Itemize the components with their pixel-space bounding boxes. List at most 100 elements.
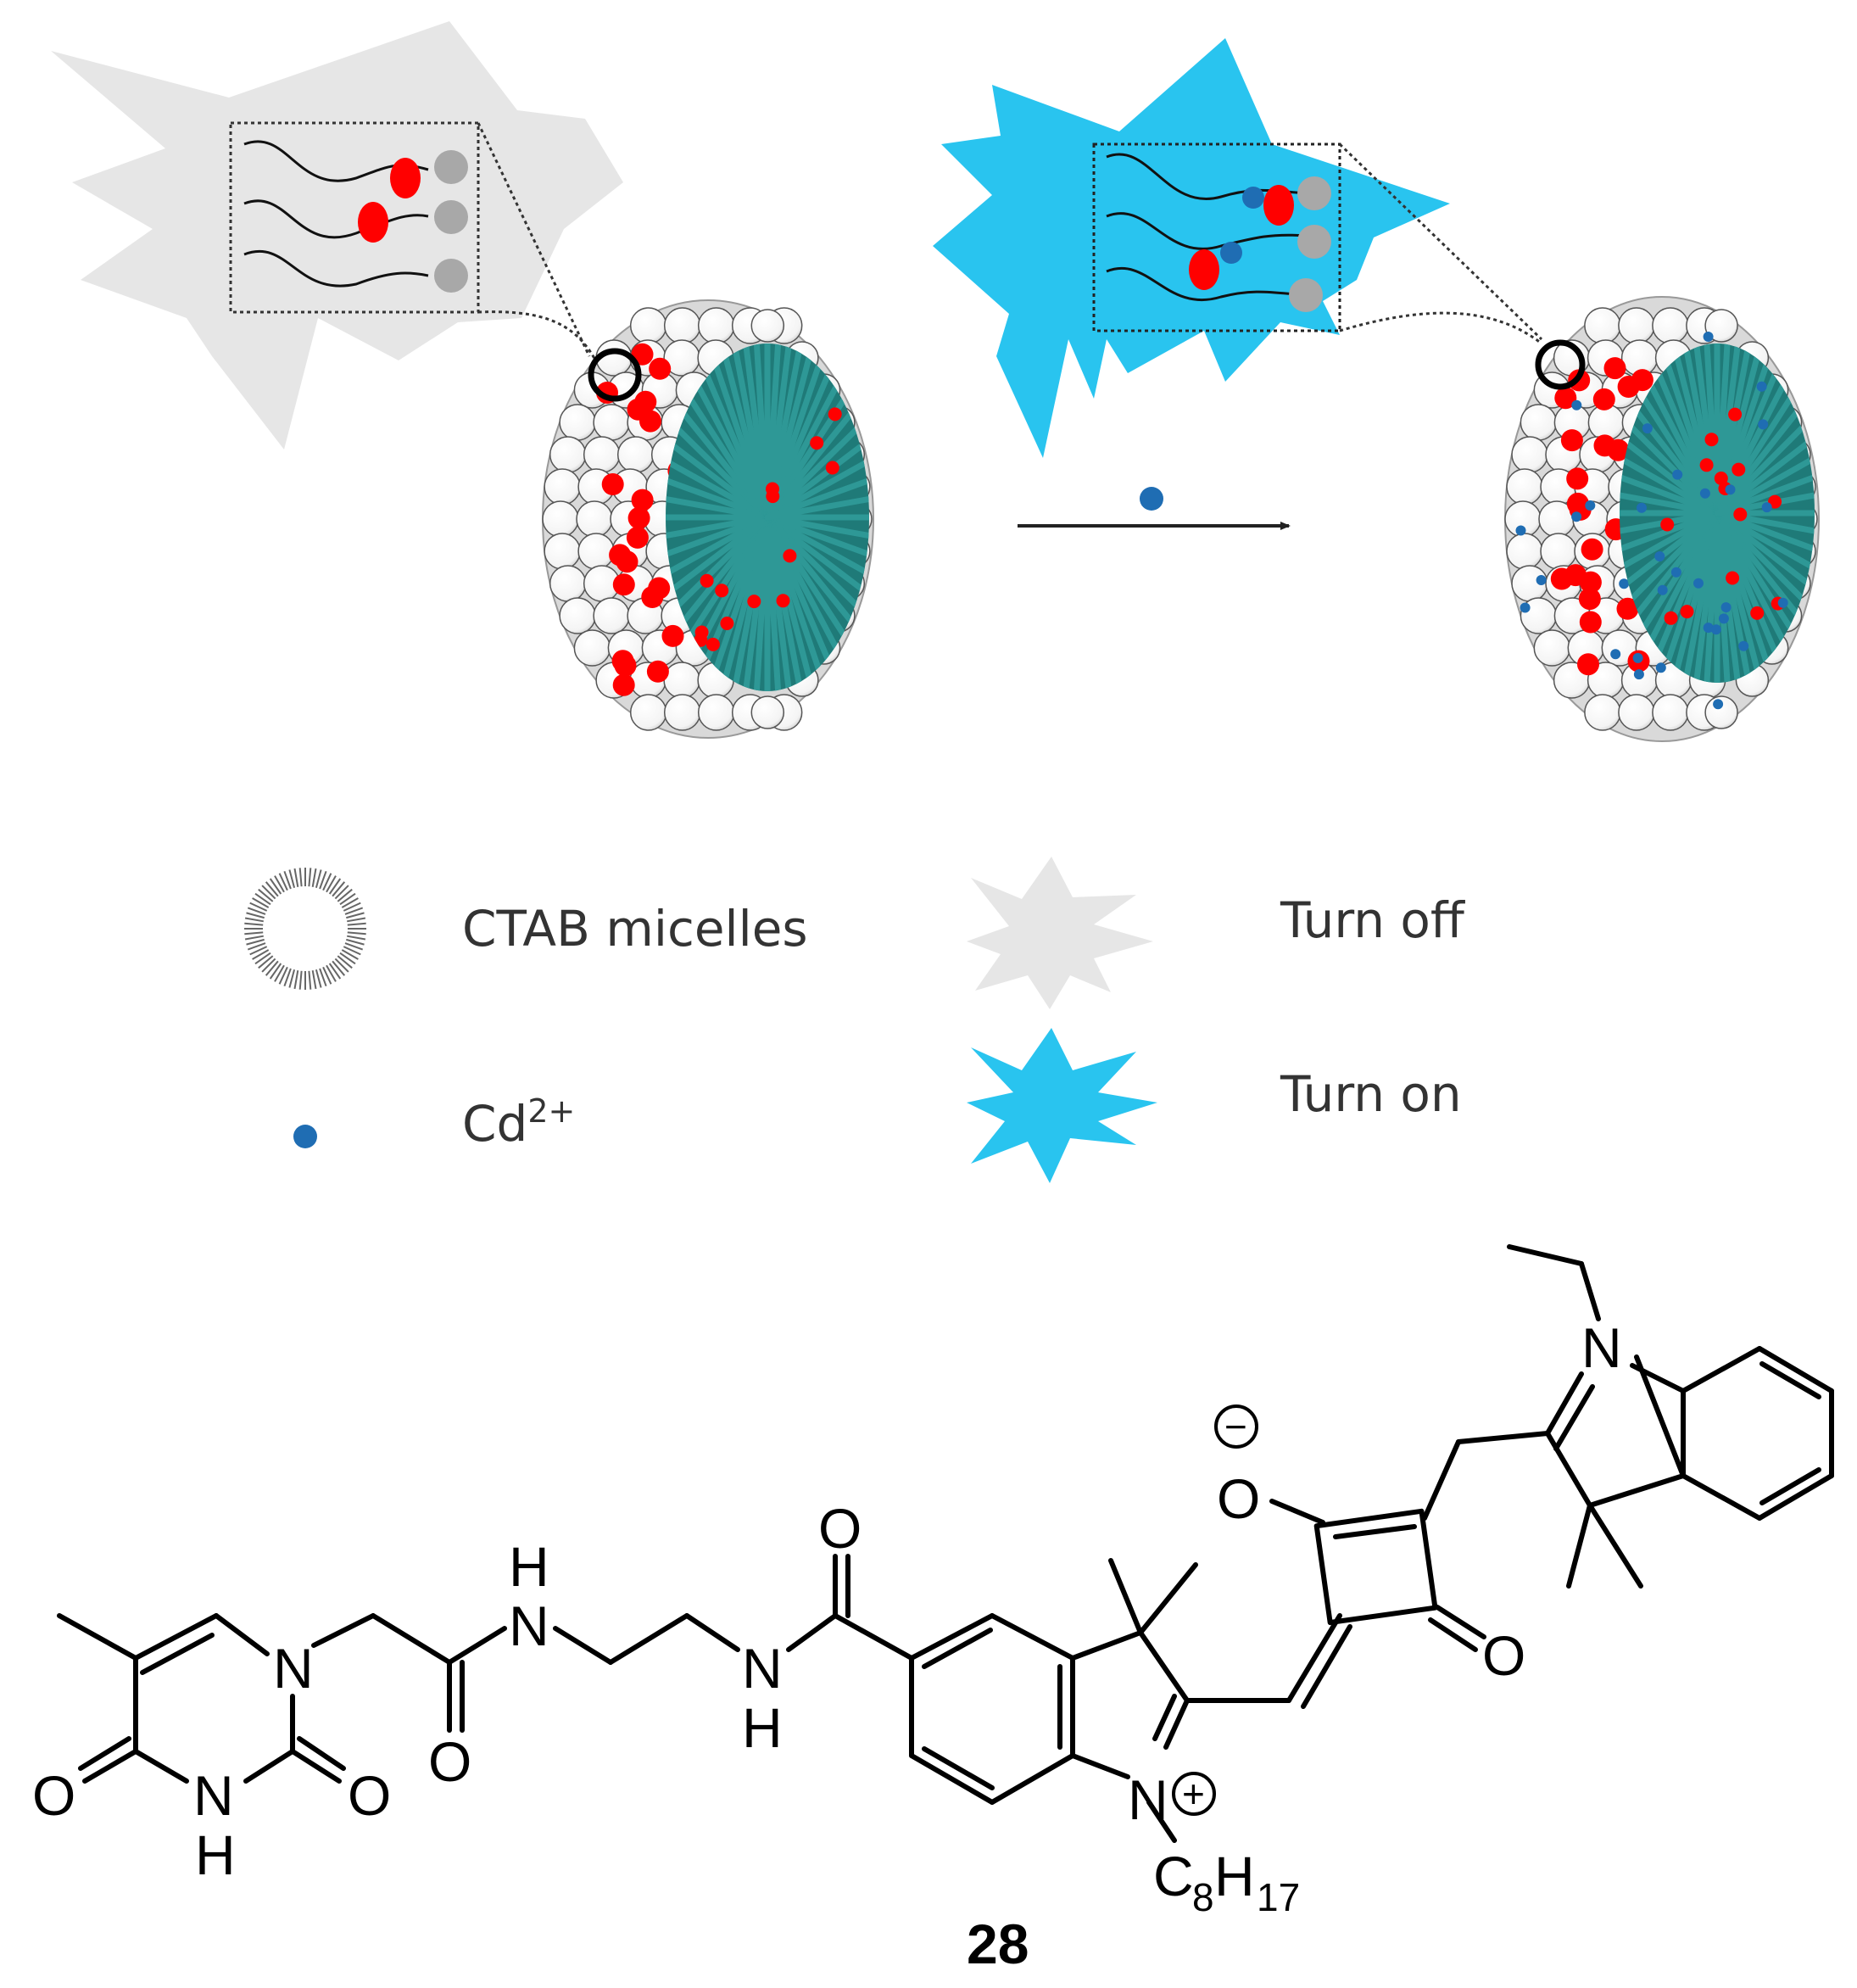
surfactant-head-ball (697, 694, 735, 731)
probe-head-icon (358, 202, 388, 243)
micelle-tick (283, 870, 292, 890)
hydrophobic-tail (666, 514, 771, 541)
legend: CTAB micelles Cd2+ Turn off Turn on (244, 857, 1466, 1183)
probe-dot (1566, 467, 1589, 490)
indolium-ring (909, 1558, 1352, 1843)
probe-dot (783, 549, 797, 563)
surfactant-head-ball (1511, 436, 1548, 473)
micelle-tick (337, 955, 353, 969)
cd-ion-dot (1571, 399, 1582, 410)
micelle-tick (247, 942, 266, 951)
zoom-guide-line (1339, 311, 1542, 345)
atom-H: H (195, 1823, 236, 1886)
probe-dot (639, 410, 661, 433)
probe-dot (1732, 462, 1746, 477)
micelle-tick (311, 970, 317, 990)
hydrophobic-tail (764, 455, 869, 521)
surfactant-head-ball (549, 565, 587, 602)
probe-dot (631, 489, 654, 511)
turn-on-panel (933, 38, 1820, 742)
minus-charge-icon (1214, 1404, 1258, 1449)
probe-dot (646, 660, 669, 683)
compound-number: 28 (967, 1913, 1029, 1975)
micelle-tick (328, 878, 342, 895)
micelle-tick (249, 902, 268, 912)
micelle-tick (283, 968, 292, 987)
atom-N-cation: N (1128, 1768, 1168, 1831)
micelle-tick (293, 970, 299, 990)
probe-head-icon (390, 158, 421, 198)
surfactant-head-ball (1533, 629, 1571, 667)
micelle-tick (346, 938, 365, 946)
cd-label: Cd2+ (462, 1092, 575, 1153)
surfactant-head-ball (1584, 307, 1621, 344)
surfactant-head-ball (1704, 309, 1738, 343)
hydrophobic-tail (666, 514, 771, 599)
micelle-tick (311, 868, 317, 887)
cd-addition-arrow[interactable] (1018, 487, 1291, 530)
surfactant-head-ball (576, 500, 613, 538)
cd-ion-dot (1515, 525, 1526, 536)
micelle-tick (274, 875, 285, 893)
micelle-tick (274, 964, 285, 982)
probe-dot (1579, 571, 1602, 594)
hydrophobic-tail (666, 514, 771, 561)
surfactant-head-ball (593, 597, 630, 634)
micelle-tick (249, 946, 268, 956)
micelle-tick (278, 873, 288, 891)
surfactant-head-ball (542, 500, 579, 538)
zoom-guide-line (1338, 142, 1543, 341)
micelles-label: CTAB micelles (462, 900, 808, 958)
probe-dot (1726, 571, 1740, 585)
probe-dot (649, 357, 672, 380)
atom-N: N (193, 1764, 234, 1827)
micelle-tick (319, 968, 327, 987)
cd-ion-dot (1536, 575, 1547, 585)
cd-ion-dot (1571, 511, 1582, 522)
surfactant-head-icon (434, 259, 468, 293)
surfactant-head-ball (629, 694, 667, 731)
cd-ion-dot (1718, 613, 1729, 624)
cd-ion-dot (1713, 699, 1724, 710)
probe-dot (661, 624, 684, 647)
hydrophobic-tail (764, 514, 869, 561)
cd-ion-dot (1632, 652, 1643, 663)
surfactant-head-ball (1652, 694, 1689, 731)
micelle-tick (343, 902, 361, 912)
hydrophobic-tail (764, 514, 869, 541)
cd-ion-dot (1758, 419, 1769, 430)
probe-dot (601, 473, 624, 495)
micelle-tick (278, 966, 288, 985)
surfactant-head-ball (697, 307, 735, 344)
probe-dot (700, 573, 714, 588)
probe-dot (1680, 605, 1694, 619)
surfactant-head-ball (1506, 468, 1543, 505)
octyl-group-H: H (1214, 1845, 1255, 1907)
cd-ion-dot (1672, 469, 1683, 480)
micelle-tick (334, 958, 349, 973)
atom-O: O (32, 1764, 75, 1827)
surfactant-head-ball (1540, 533, 1577, 570)
atom-O: O (348, 1764, 391, 1827)
micelle-tick (347, 917, 366, 923)
atom-N: N (742, 1637, 783, 1700)
hydrophobic-tail (1714, 471, 1815, 517)
cd-ion-dot (1657, 584, 1668, 595)
turn-off-legend-icon (967, 857, 1153, 1009)
hydrophobic-tail (1620, 510, 1720, 574)
atom-N: N (273, 1637, 314, 1700)
probe-dot (1566, 492, 1589, 515)
probe-dot (612, 573, 635, 596)
micelle-tick (269, 878, 282, 895)
minus-charge-sign: − (1224, 1404, 1247, 1449)
micelle-tick (346, 912, 365, 919)
probe-dot (825, 461, 839, 475)
probe-dot (1577, 653, 1599, 676)
probe-dot (720, 617, 734, 630)
surfactant-head-ball (1584, 694, 1621, 731)
micelle-tick (246, 912, 265, 919)
micelle-tick (308, 868, 312, 887)
cd-ion-dot (1654, 551, 1665, 561)
cd-ion-dot (1777, 597, 1788, 608)
cd-legend-icon (293, 1125, 317, 1148)
